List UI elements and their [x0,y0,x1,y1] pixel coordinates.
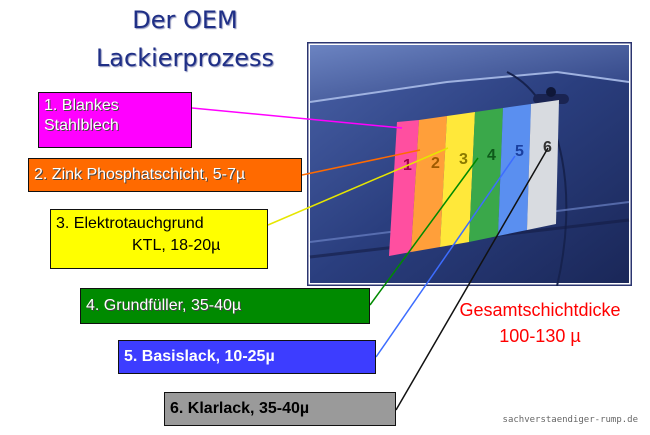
stripe-number-6: 6 [543,139,552,156]
layer-label-clearcoat: 6. Klarlack, 35-40µ [164,392,396,426]
layer-label-steel: 1. Blankes Stahlblech [38,92,192,148]
stripe-number-4: 4 [487,147,496,164]
stripe-number-1: 1 [403,157,412,174]
stripe-number-5: 5 [515,143,524,160]
title-line-1: Der OEM [132,6,238,34]
watermark: sachverstaendiger-rump.de [502,415,638,425]
electrocoat-label-line-2: KTL, 18-20µ [132,237,221,254]
clearcoat-label-text: 6. Klarlack, 35-40µ [170,400,310,417]
stripe-number-2: 2 [431,155,440,172]
basecoat-label-text: 5. Basislack, 10-25µ [124,348,275,365]
layer-label-primer: 4. Grundfüller, 35-40µ [80,288,370,324]
layer-label-zinc-phosphate: 2. Zink Phosphatschicht, 5-7µ [28,158,302,192]
stripe-6 [527,100,559,230]
total-thickness-value: 100-130 µ [499,326,581,346]
stripe-number-3: 3 [459,151,468,168]
car-door-illustration: 1 2 3 4 5 6 [307,42,632,286]
title-line-2: Lackierprozess [95,44,275,72]
total-thickness-label: Gesamtschichtdicke [459,300,621,320]
layer-label-basecoat: 5. Basislack, 10-25µ [118,340,376,374]
electrocoat-label-line-1: 3. Elektrotauchgrund [56,215,204,232]
stripe-5 [498,104,531,236]
door-handle-icon [533,87,569,104]
layer-label-electrocoat: 3. Elektrotauchgrund KTL, 18-20µ [50,209,268,269]
